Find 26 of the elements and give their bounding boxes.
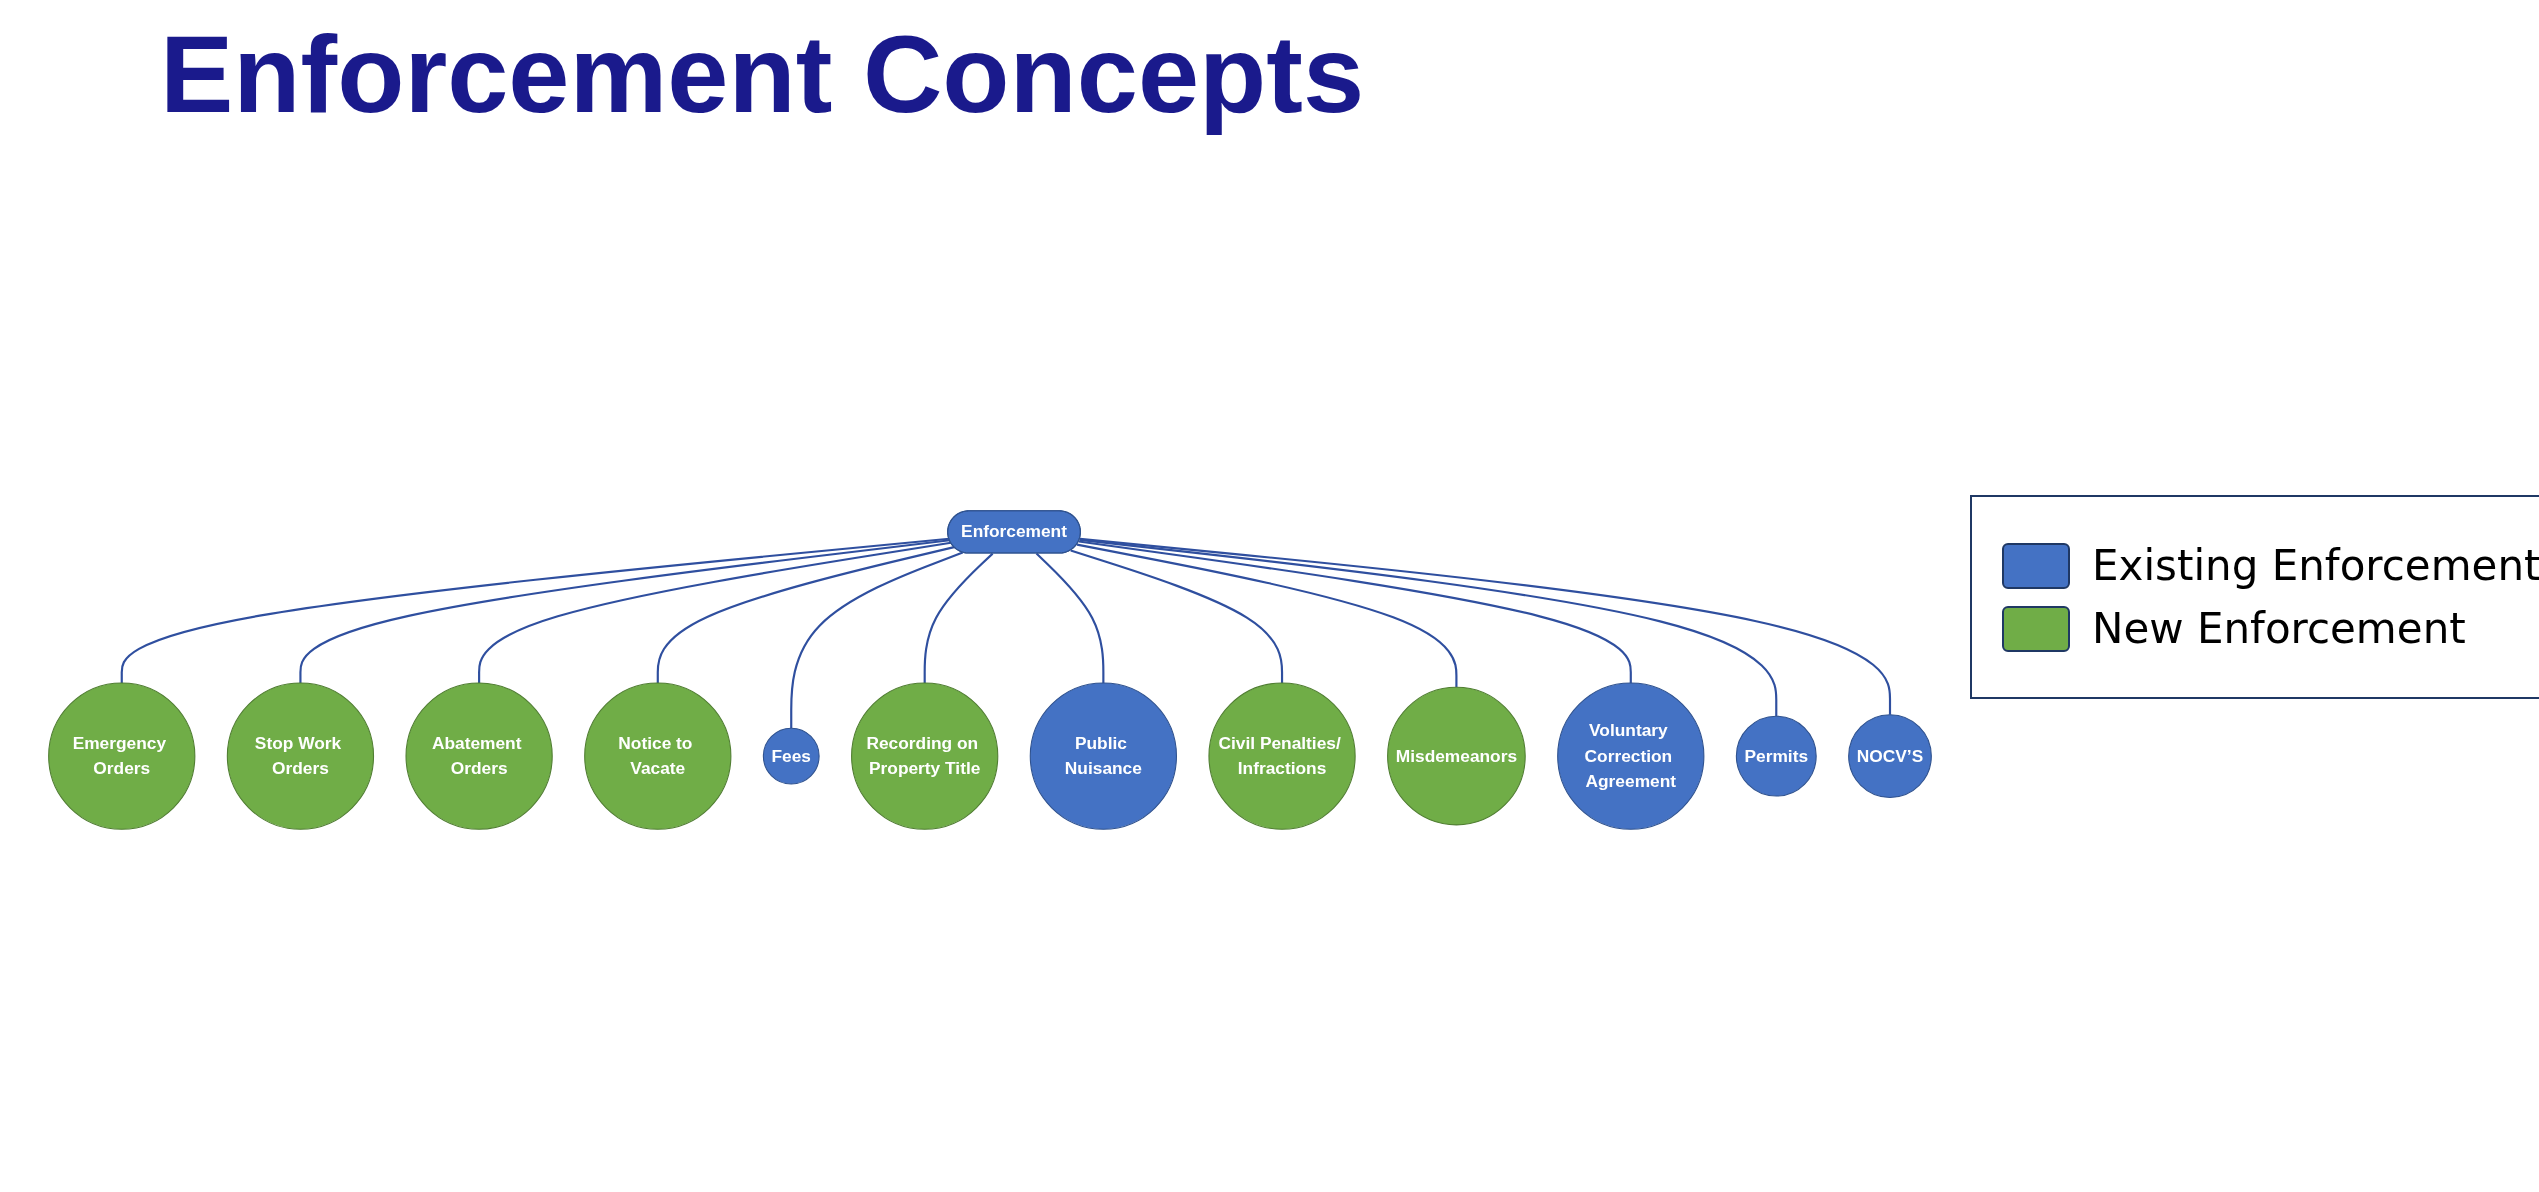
node-circle: NOCV’S: [1848, 714, 1932, 798]
node-circle: Fees: [762, 727, 820, 785]
node-circle: Permits: [1735, 715, 1817, 797]
node-circle: Civil Penalties/ Infractions: [1208, 682, 1356, 830]
title: Enforcement Concepts: [160, 11, 1365, 137]
connector: [1035, 552, 1105, 683]
legend-label: New Enforcement: [2092, 604, 2466, 653]
legend-label: Existing Enforcement: [2092, 541, 2539, 590]
node-circle: Stop Work Orders: [226, 682, 375, 830]
connector: [1076, 543, 1458, 688]
connector: [1079, 537, 1892, 715]
connector: [790, 551, 964, 729]
connector: [1078, 540, 1632, 683]
node-circle: Notice to Vacate: [584, 682, 732, 830]
connector: [299, 539, 950, 683]
node-circle: Voluntary Correction Agreement: [1557, 682, 1705, 830]
node-circle: Public Nuisance: [1029, 682, 1177, 830]
connector: [923, 552, 994, 683]
connector: [1070, 549, 1284, 683]
node-circle: Abatement Orders: [405, 682, 553, 830]
node-circle: Recording on Property Title: [851, 682, 999, 830]
node-circle: Emergency Orders: [48, 682, 196, 830]
connector: [656, 546, 955, 683]
connector: [1079, 538, 1778, 717]
node-circle: Misdemeanors: [1387, 686, 1526, 826]
connector: [120, 537, 950, 683]
